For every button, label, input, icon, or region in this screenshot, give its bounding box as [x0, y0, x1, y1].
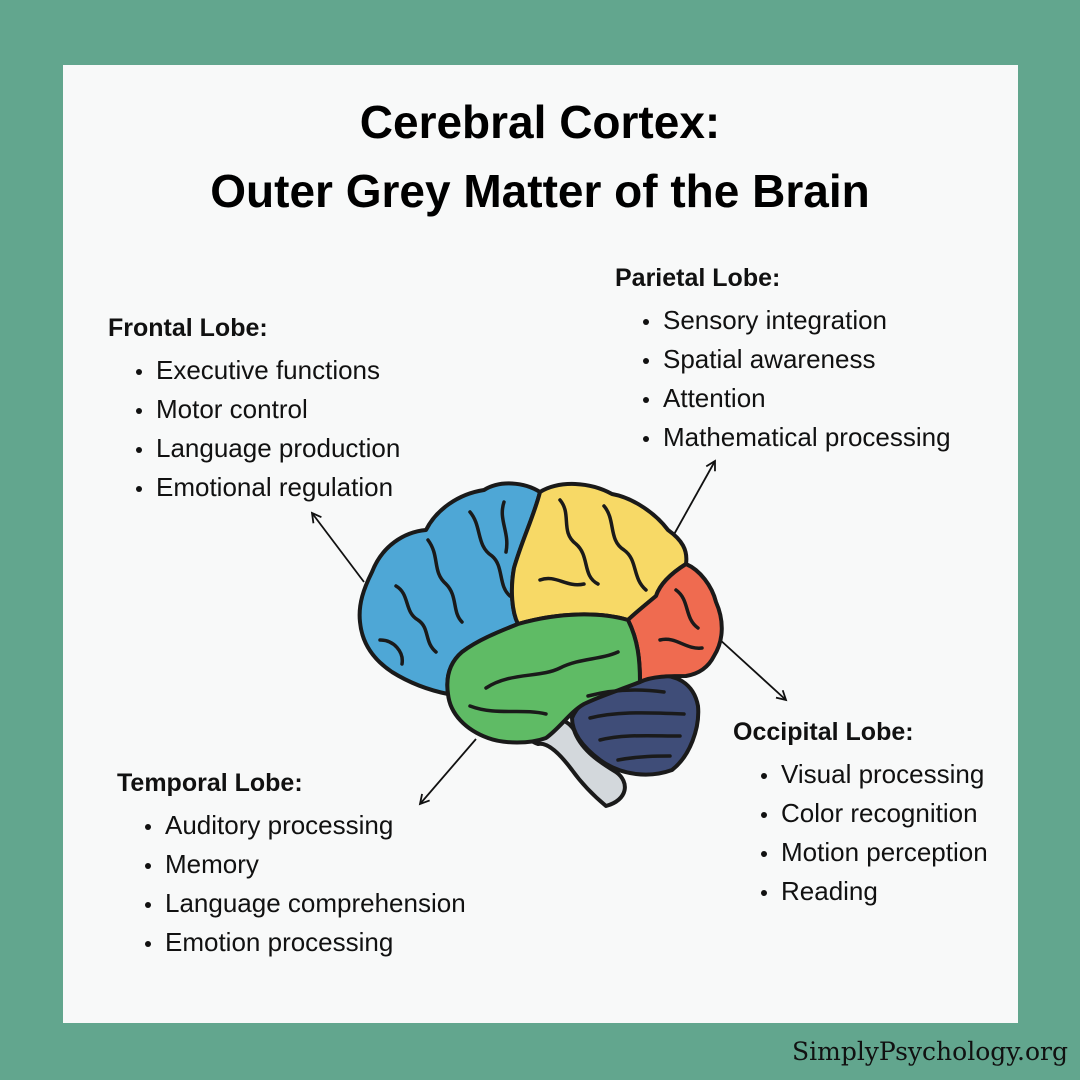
occipital-lobe-heading: Occipital Lobe: [733, 718, 914, 746]
temporal-lobe-heading: Temporal Lobe: [117, 769, 303, 797]
title-line-1: Cerebral Cortex: [359, 96, 721, 148]
occipital-lobe-item: Color recognition [733, 794, 988, 833]
parietal-lobe-item: Sensory integration [615, 301, 951, 340]
parietal-lobe-list: Sensory integration Spatial awareness At… [615, 301, 951, 457]
temporal-lobe-item: Language comprehension [117, 884, 466, 923]
parietal-lobe-item: Attention [615, 379, 951, 418]
occipital-lobe-region [626, 562, 724, 684]
temporal-lobe-item: Emotion processing [117, 923, 466, 962]
parietal-lobe-item: Mathematical processing [615, 418, 951, 457]
parietal-lobe-heading: Parietal Lobe: [615, 264, 781, 292]
frontal-lobe-item: Motor control [108, 390, 400, 429]
title-line-2: Outer Grey Matter of the Brain [210, 165, 870, 217]
brain-folds [378, 498, 704, 762]
page-title: Cerebral Cortex: Outer Grey Matter of th… [0, 88, 1080, 226]
frontal-lobe-item: Language production [108, 429, 400, 468]
frontal-lobe-list: Executive functions Motor control Langua… [108, 351, 400, 507]
occipital-lobe-item: Motion perception [733, 833, 988, 872]
temporal-lobe-item: Memory [117, 845, 466, 884]
parietal-pointer-arrow [671, 459, 716, 539]
occipital-pointer-arrow [717, 637, 788, 702]
frontal-lobe-panel: Frontal Lobe: Executive functions Motor … [108, 312, 400, 507]
temporal-lobe-panel: Temporal Lobe: Auditory processing Memor… [117, 767, 466, 962]
frontal-lobe-item: Executive functions [108, 351, 400, 390]
frontal-lobe-heading: Frontal Lobe: [108, 314, 268, 342]
occipital-lobe-list: Visual processing Color recognition Moti… [733, 755, 988, 911]
parietal-lobe-panel: Parietal Lobe: Sensory integration Spati… [615, 262, 951, 457]
parietal-lobe-item: Spatial awareness [615, 340, 951, 379]
frontal-pointer-arrow [310, 511, 365, 583]
occipital-lobe-panel: Occipital Lobe: Visual processing Color … [733, 716, 988, 911]
temporal-pointer-arrow [418, 738, 477, 806]
temporal-lobe-item: Auditory processing [117, 806, 466, 845]
temporal-lobe-list: Auditory processing Memory Language comp… [117, 806, 466, 962]
occipital-lobe-item: Reading [733, 872, 988, 911]
frontal-lobe-item: Emotional regulation [108, 468, 400, 507]
source-credit: SimplyPsychology.org [791, 1037, 1068, 1066]
occipital-lobe-item: Visual processing [733, 755, 988, 794]
